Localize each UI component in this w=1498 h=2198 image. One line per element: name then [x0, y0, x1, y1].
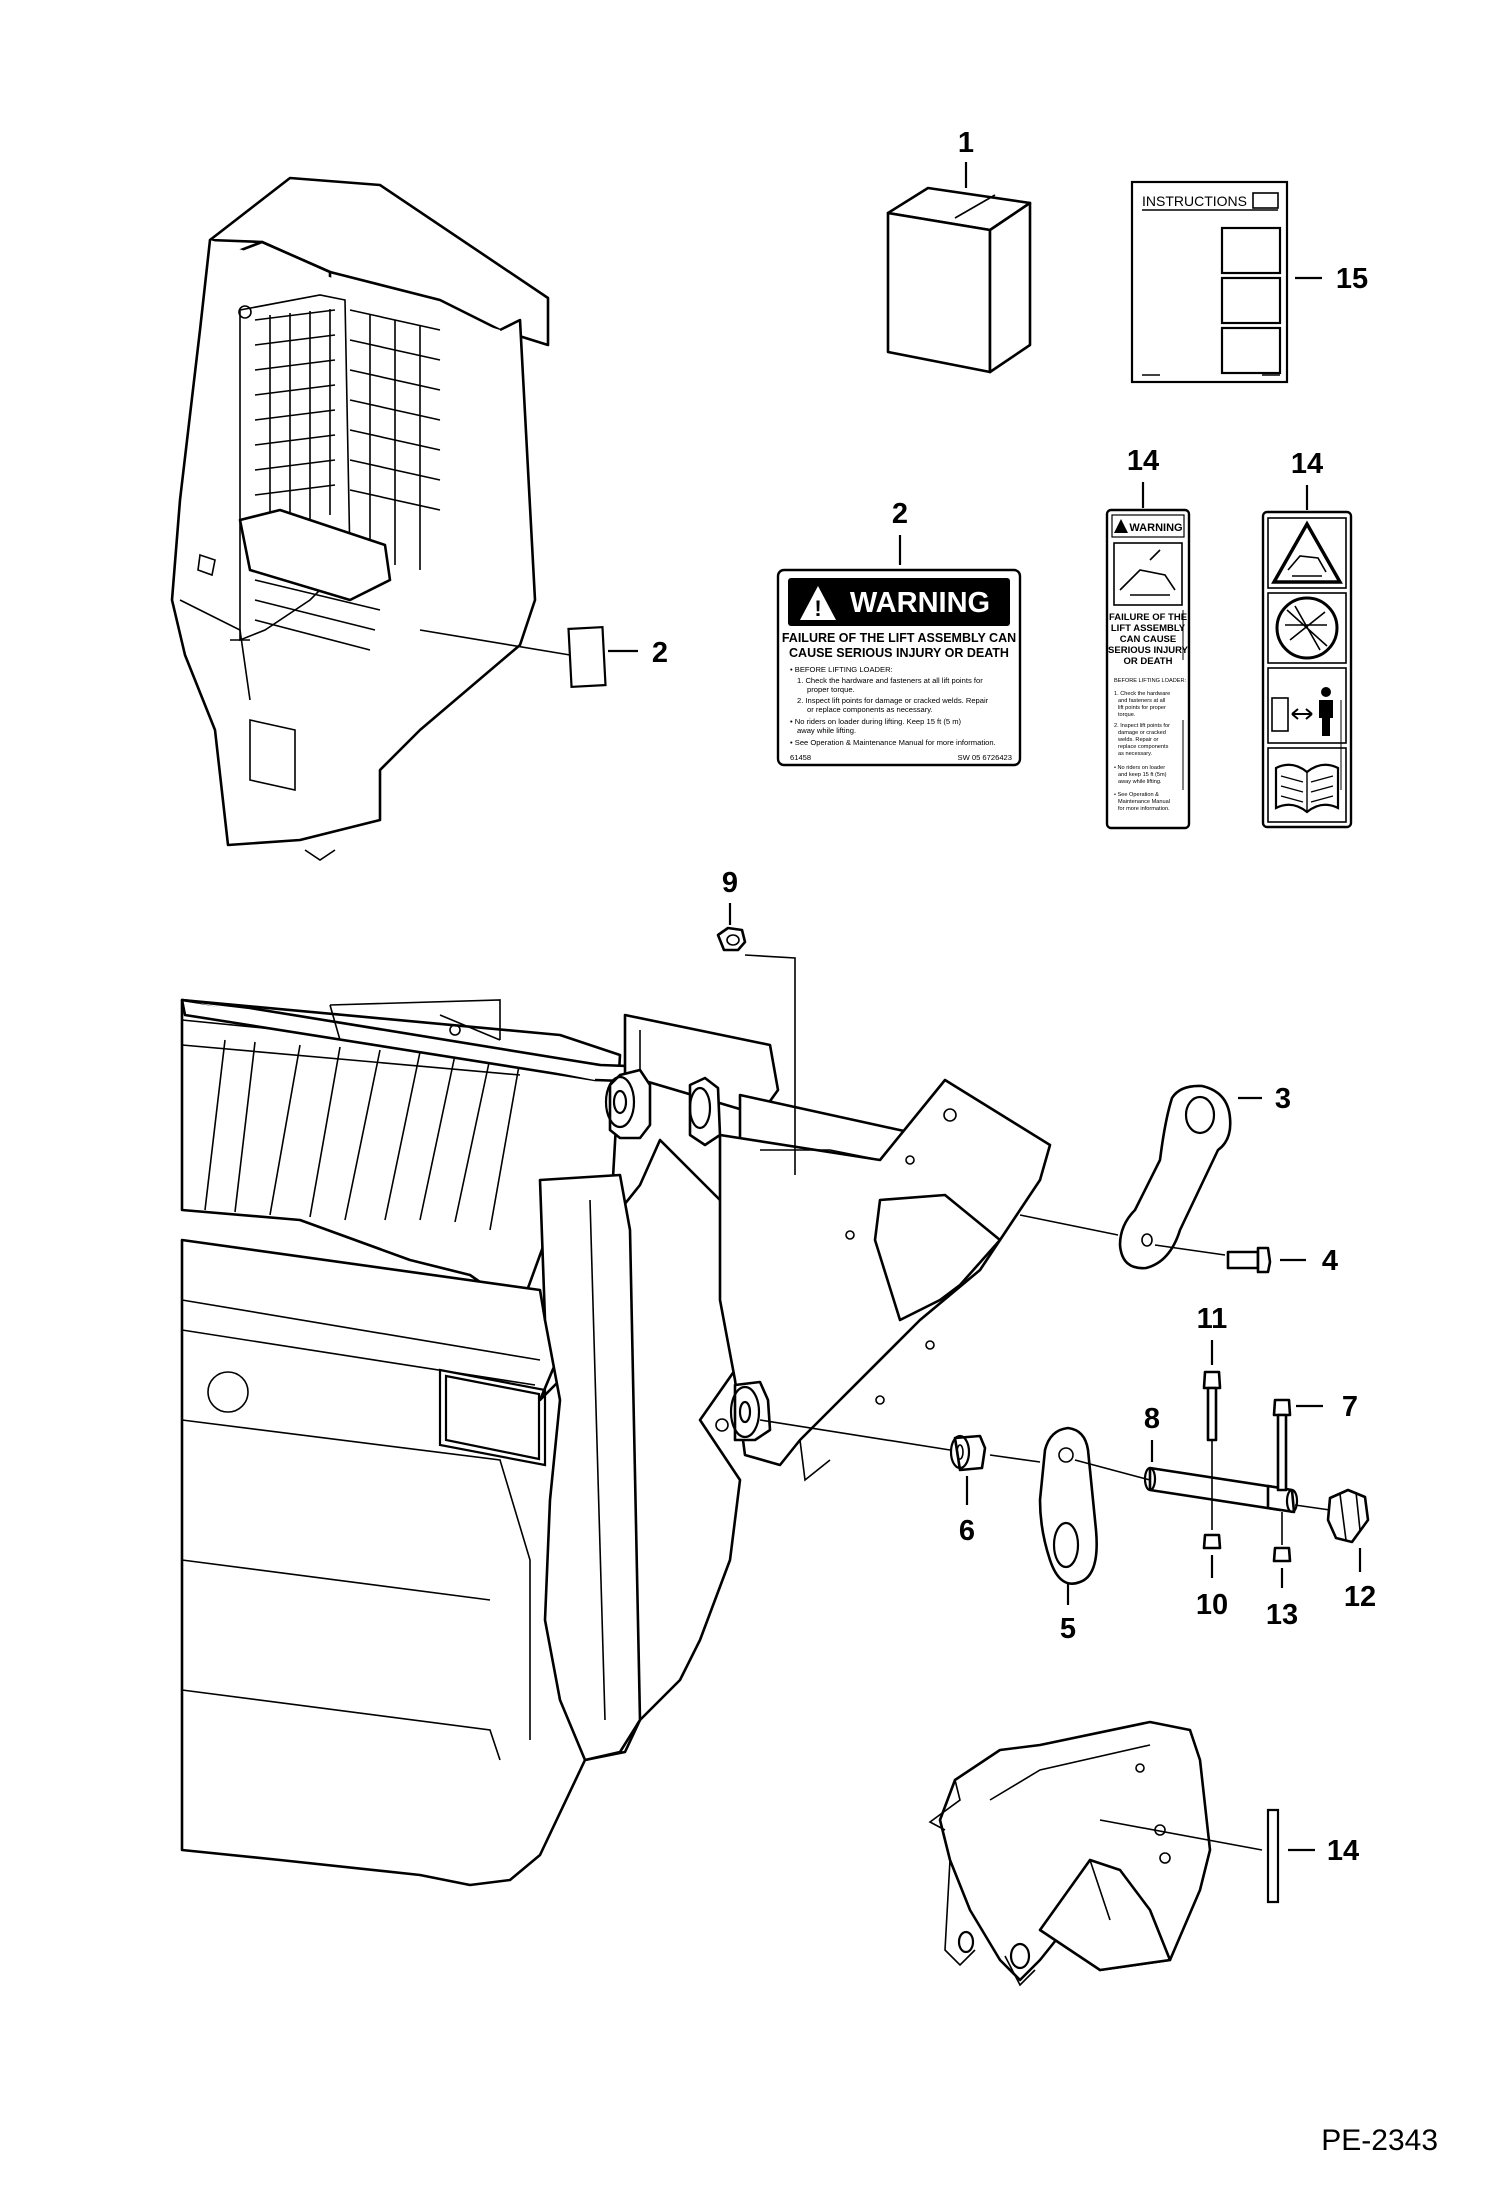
- callout-14-pictorial: 14: [1291, 448, 1323, 480]
- callout-6: 6: [959, 1515, 975, 1547]
- item-3-link-plate: 3: [1019, 1083, 1291, 1270]
- lift-arm-detail: 14: [928, 1720, 1359, 1987]
- item-14-vertical-warning-decal: 14 WARNING FAILURE OF THE LIFT ASSEMBLY …: [1105, 445, 1191, 830]
- vertical-headline-5: OR DEATH: [1124, 656, 1173, 667]
- vertical-bullet-4: • See Operation &: [1114, 792, 1159, 798]
- callout-9: 9: [722, 867, 738, 899]
- vertical-warning-header: WARNING: [1129, 522, 1182, 534]
- loader-cab: 2: [170, 176, 668, 861]
- vertical-bullet-3: • No riders on loader: [1114, 765, 1165, 771]
- loader-frame: [180, 998, 744, 1887]
- lift-arm-rail: [180, 998, 1052, 1482]
- svg-text:!: !: [814, 596, 821, 621]
- item-6-bushing: 6: [949, 1434, 1041, 1547]
- warning-step-1: 1. Check the hardware and fasteners at a…: [797, 676, 983, 685]
- warning-header: WARNING: [850, 587, 990, 619]
- vertical-step-2d: replace components: [1118, 744, 1169, 750]
- item-15-instructions-card: INSTRUCTIONS 15: [1130, 180, 1368, 384]
- vertical-before-lifting: BEFORE LIFTING LOADER:: [1114, 678, 1187, 684]
- item-12-slotted-nut: 12: [1294, 1488, 1376, 1613]
- item-5-link-plate: 5: [1038, 1426, 1151, 1645]
- pivot-bosses: [604, 1068, 772, 1442]
- warning-headline-1: FAILURE OF THE LIFT ASSEMBLY CAN: [782, 631, 1016, 645]
- assembly-axis-line: [759, 1419, 951, 1451]
- figure-id: PE-2343: [1321, 2124, 1438, 2157]
- item-10-nut: 10: [1196, 1533, 1228, 1621]
- callout-8: 8: [1144, 1403, 1160, 1435]
- item-1-package: 1: [886, 127, 1032, 374]
- vertical-bullet-4b: Maintenance Manual: [1118, 799, 1170, 805]
- item-13-nut: 13: [1266, 1546, 1298, 1631]
- vertical-headline-1: FAILURE OF THE: [1109, 612, 1187, 623]
- callout-14-vertical: 14: [1127, 445, 1159, 477]
- vertical-step-2e: as necessary.: [1118, 751, 1153, 757]
- lift-arm-decal-14: [1266, 1808, 1280, 1904]
- warning-headline-2: CAUSE SERIOUS INJURY OR DEATH: [789, 646, 1009, 660]
- item-4-bolt: 4: [1154, 1244, 1338, 1277]
- warning-bullet-2b: away while lifting.: [797, 726, 856, 735]
- callout-10: 10: [1196, 1589, 1228, 1621]
- callout-2-cab: 2: [652, 637, 668, 669]
- vertical-bullet-3b: and keep 15 ft (5m): [1118, 772, 1167, 778]
- callout-4: 4: [1322, 1245, 1338, 1277]
- warning-step-2: 2. Inspect lift points for damage or cra…: [797, 696, 989, 705]
- instructions-title: INSTRUCTIONS: [1142, 193, 1247, 209]
- item-8-pin: 8: [1143, 1403, 1299, 1514]
- warning-bullet-2: • No riders on loader during lifting. Ke…: [790, 717, 962, 726]
- vertical-step-1: 1. Check the hardware: [1114, 691, 1170, 697]
- warning-step-1b: proper torque.: [807, 685, 855, 694]
- callout-7: 7: [1342, 1391, 1358, 1423]
- callout-15: 15: [1336, 263, 1368, 295]
- cab-grille: [254, 309, 441, 570]
- callout-5: 5: [1060, 1613, 1076, 1645]
- vertical-step-1d: torque.: [1118, 712, 1136, 718]
- callout-1: 1: [958, 127, 974, 159]
- item-14-pictorial-decal: 14: [1261, 448, 1353, 829]
- callout-14-lift-arm: 14: [1327, 1835, 1359, 1867]
- vertical-bullet-3c: away while lifting.: [1118, 779, 1162, 785]
- callout-3: 3: [1275, 1083, 1291, 1115]
- warning-code-left: 61458: [790, 753, 811, 762]
- vertical-step-1b: and fasteners at all: [1118, 698, 1165, 704]
- vertical-step-2c: welds. Repair or: [1117, 737, 1159, 743]
- frame-ribs: [204, 1039, 521, 1231]
- vertical-bullet-4c: for more information.: [1118, 806, 1170, 812]
- warning-code-right: SW 05 6726423: [958, 753, 1012, 762]
- vertical-headline-3: CAN CAUSE: [1120, 634, 1176, 645]
- vertical-step-1c: lift points for proper: [1118, 705, 1166, 711]
- cab-decal-2: [567, 625, 607, 689]
- vertical-step-2b: damage or cracked: [1118, 730, 1166, 736]
- item-9-nut: 9: [716, 867, 796, 1175]
- vertical-headline-2: LIFT ASSEMBLY: [1111, 623, 1186, 634]
- item-7-bolt: 7: [1272, 1391, 1358, 1545]
- vertical-headline-4: SERIOUS INJURY: [1108, 645, 1189, 656]
- item-11-bolt: 11: [1197, 1303, 1228, 1530]
- callout-12: 12: [1344, 1581, 1376, 1613]
- warning-bullet-1: • BEFORE LIFTING LOADER:: [790, 665, 893, 674]
- callout-13: 13: [1266, 1599, 1298, 1631]
- warning-step-2b: or replace components as necessary.: [807, 705, 933, 714]
- vertical-step-2: 2. Inspect lift points for: [1114, 723, 1170, 729]
- warning-bullet-3: • See Operation & Maintenance Manual for…: [790, 738, 996, 747]
- callout-11: 11: [1197, 1303, 1228, 1335]
- item-2-warning-decal: 2 ! WARNING FAILURE OF THE LIFT ASSEMBLY…: [776, 498, 1022, 767]
- callout-2-decal: 2: [892, 498, 908, 530]
